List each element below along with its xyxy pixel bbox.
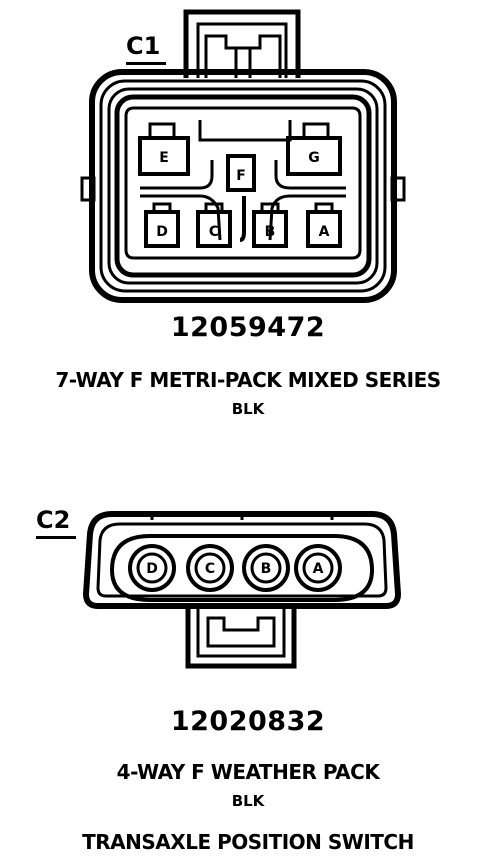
component-name: TRANSAXLE POSITION SWITCH [82,830,414,854]
connector-c1-id: C1 [126,32,161,60]
connector-c2-id: C2 [36,506,71,534]
connector-c1-color: BLK [231,400,265,418]
c1-terminal-g: G [308,150,320,166]
connector-c1-id-underline [126,62,166,65]
c1-terminal-b: B [265,224,276,240]
c1-terminal-d: D [156,224,168,240]
connector-c1-drawing [80,9,406,303]
c2-terminal-c: C [205,561,215,577]
connector-c2-drawing [82,511,402,669]
c2-terminal-d: D [146,561,158,577]
c1-terminal-e: E [159,150,169,166]
connector-c2-id-underline [36,536,76,539]
connector-c1-part-number: 12059472 [170,312,326,343]
c1-terminal-a: A [319,224,330,240]
c2-terminal-a: A [313,561,324,577]
c1-terminal-f: F [236,168,246,184]
connector-c2-description: 4-WAY F WEATHER PACK [116,760,380,784]
connector-c1-description: 7-WAY F METRI-PACK MIXED SERIES [55,368,441,392]
connector-c2-color: BLK [231,792,265,810]
connector-c2-part-number: 12020832 [170,706,326,737]
c1-terminal-c: C [209,224,219,240]
c2-terminal-b: B [261,561,272,577]
